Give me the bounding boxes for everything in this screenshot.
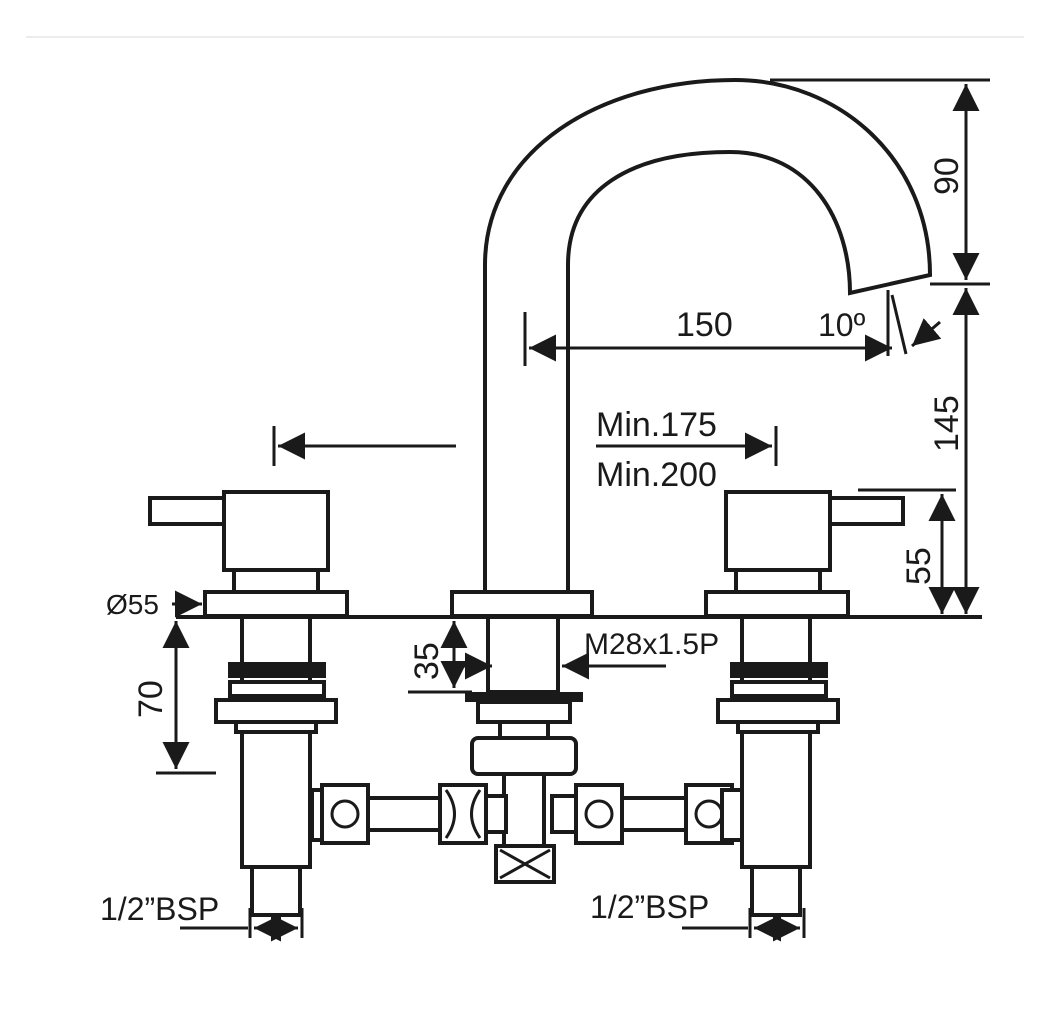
right-locknut	[730, 662, 828, 678]
right-washer	[716, 698, 840, 724]
spout-nut-top	[476, 700, 572, 724]
right-base	[704, 590, 850, 618]
right-ring	[730, 680, 828, 698]
spout-tail	[502, 772, 546, 848]
label-inlet-right: 1/2”BSP	[590, 889, 709, 925]
right-inlet	[750, 865, 802, 917]
right-lever	[826, 496, 905, 526]
right-washer-2	[736, 720, 820, 734]
left-handle-collar	[232, 568, 320, 594]
top-divider	[26, 36, 1024, 38]
label-overall-height: 145	[928, 395, 966, 452]
right-valve	[704, 490, 905, 917]
spout-neck	[498, 720, 550, 740]
right-handle-body	[724, 490, 832, 572]
label-shank-length: 70	[132, 680, 170, 718]
spout-shank	[486, 615, 560, 694]
left-base	[203, 590, 349, 618]
label-base-diameter: Ø55	[106, 589, 159, 620]
label-inlet-left: 1/2”BSP	[100, 891, 219, 927]
spout-washer	[465, 692, 583, 702]
left-inlet	[250, 865, 302, 917]
connecting-hoses	[310, 783, 744, 845]
dim-angle-arrow	[911, 318, 942, 348]
label-spout-angle: 10º	[818, 307, 866, 343]
left-handle-body	[222, 490, 330, 572]
right-hose-nut-2	[574, 783, 624, 845]
label-handle-height: 55	[900, 547, 938, 585]
left-locknut	[228, 662, 326, 678]
right-body	[740, 615, 812, 869]
left-lever	[148, 496, 227, 526]
label-spout-shank: 35	[408, 642, 446, 680]
label-spout-reach: 150	[676, 306, 733, 344]
label-spout-height: 90	[928, 157, 966, 195]
spout	[450, 77, 933, 884]
left-washer	[214, 698, 338, 724]
label-spacing-min2: Min.200	[596, 456, 717, 494]
right-handle-collar	[734, 568, 822, 594]
spout-nut	[470, 736, 578, 776]
left-body	[240, 615, 312, 869]
label-spacing-min1: Min.175	[596, 406, 717, 444]
left-hose	[366, 796, 442, 832]
spout-base	[450, 590, 594, 618]
left-valve	[148, 490, 349, 917]
left-hose-nut	[320, 783, 370, 845]
right-hose	[620, 796, 688, 832]
left-washer-2	[234, 720, 318, 734]
label-thread: M28x1.5P	[584, 628, 719, 661]
left-ring	[228, 680, 326, 698]
